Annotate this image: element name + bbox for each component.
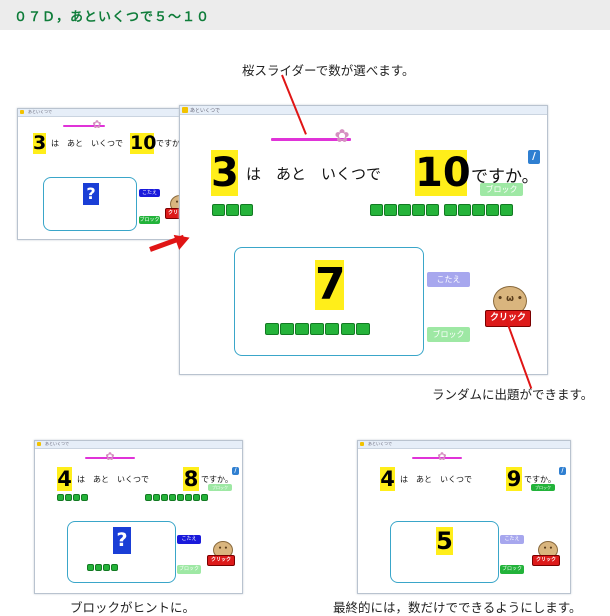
answer-button[interactable]: こたえ bbox=[500, 535, 524, 544]
block-row-answer bbox=[265, 323, 339, 335]
caption-hint-note: ブロックがヒントに。 bbox=[70, 600, 196, 615]
question-mark-card[interactable]: ? bbox=[113, 527, 131, 554]
app-window-bottom-right: あといくつで ✿ 4 は あと いくつで 9 ですか。 / ブロック 5 こたえ… bbox=[357, 440, 571, 594]
window-title: あといくつで bbox=[28, 109, 52, 114]
first-number: 3 bbox=[211, 150, 239, 196]
window-titlebar: あといくつで bbox=[358, 441, 570, 449]
answer-button[interactable]: こたえ bbox=[177, 535, 201, 544]
app-icon bbox=[20, 110, 24, 114]
question-suffix: ですか。 bbox=[201, 475, 233, 484]
window-titlebar: あといくつで bbox=[180, 106, 547, 115]
block-row-answer bbox=[87, 564, 118, 571]
first-number: 4 bbox=[57, 467, 72, 491]
cat-icon: • • bbox=[538, 541, 558, 559]
block-row-first bbox=[57, 494, 88, 501]
sakura-slider-track[interactable] bbox=[63, 125, 105, 127]
window-titlebar: あといくつで bbox=[18, 109, 201, 117]
app-icon bbox=[360, 442, 364, 446]
first-number: 3 bbox=[33, 132, 47, 154]
block-button[interactable]: ブロック bbox=[500, 565, 524, 574]
block-button[interactable]: ブロック bbox=[531, 484, 555, 491]
block-row-target-2 bbox=[444, 204, 513, 216]
question-text: は あと いくつで bbox=[400, 475, 472, 484]
answer-number: 7 bbox=[315, 259, 346, 310]
answer-number: 5 bbox=[436, 527, 453, 555]
target-number: 10 bbox=[415, 150, 471, 196]
app-icon bbox=[182, 107, 188, 113]
edit-icon[interactable]: / bbox=[528, 150, 540, 164]
block-row-first bbox=[212, 204, 253, 216]
question-suffix: ですか。 bbox=[524, 475, 556, 484]
caption-final-note: 最終的には，数だけでできるようにします。 bbox=[333, 600, 582, 615]
click-button[interactable]: クリック bbox=[207, 555, 235, 566]
window-title: あといくつで bbox=[368, 441, 392, 446]
block-row-target bbox=[370, 204, 439, 216]
block-button[interactable]: ブロック bbox=[139, 216, 160, 224]
answer-button[interactable]: こたえ bbox=[427, 272, 470, 287]
click-button[interactable]: クリック bbox=[532, 555, 560, 566]
block-row-target bbox=[145, 494, 208, 501]
block-button[interactable]: ブロック bbox=[208, 484, 232, 491]
answer-button[interactable]: こたえ bbox=[139, 189, 160, 197]
caption-slider-note: 桜スライダーで数が選べます。 bbox=[242, 63, 415, 78]
app-icon bbox=[37, 442, 41, 446]
page-title: ０７Ｄ，あといくつで５～１０ bbox=[14, 10, 211, 25]
question-text: は あと いくつで bbox=[246, 165, 382, 183]
sakura-slider-knob[interactable]: ✿ bbox=[437, 450, 447, 463]
caption-random-note: ランダムに出題ができます。 bbox=[432, 387, 594, 402]
sakura-slider-track[interactable] bbox=[271, 138, 351, 141]
question-text: は あと いくつで bbox=[51, 139, 123, 148]
sakura-slider-knob[interactable]: ✿ bbox=[92, 118, 102, 131]
page-header: ０７Ｄ，あといくつで５～１０ bbox=[0, 0, 610, 30]
edit-icon[interactable]: / bbox=[232, 467, 239, 475]
block-button[interactable]: ブロック bbox=[480, 183, 523, 196]
window-title: あといくつで bbox=[190, 108, 221, 114]
first-number: 4 bbox=[380, 467, 395, 491]
window-titlebar: あといくつで bbox=[35, 441, 242, 449]
question-mark-card[interactable]: ? bbox=[83, 183, 99, 205]
app-window-bottom-left: あといくつで ✿ 4 は あと いくつで 8 ですか。 / ブロック ? こたえ… bbox=[34, 440, 243, 594]
block-row-answer-2 bbox=[341, 323, 370, 335]
target-number: 10 bbox=[130, 132, 157, 154]
app-window-small-topleft: あといくつで ✿ 3 は あと いくつで 10 ですか。 ? こたえ ブロック … bbox=[17, 108, 202, 240]
sakura-slider-knob[interactable]: ✿ bbox=[334, 126, 350, 147]
window-title: あといくつで bbox=[45, 441, 69, 446]
sakura-slider-track[interactable] bbox=[85, 457, 135, 459]
target-number: 9 bbox=[506, 467, 522, 491]
block-button[interactable]: ブロック bbox=[177, 565, 201, 574]
sakura-slider-track[interactable] bbox=[412, 457, 462, 459]
question-text: は あと いくつで bbox=[77, 475, 149, 484]
sakura-slider-knob[interactable]: ✿ bbox=[105, 450, 115, 463]
target-number: 8 bbox=[183, 467, 199, 491]
question-suffix: ですか。 bbox=[156, 139, 188, 148]
question-suffix: ですか。 bbox=[471, 167, 539, 187]
block-button[interactable]: ブロック bbox=[427, 327, 470, 342]
edit-icon[interactable]: / bbox=[559, 467, 566, 475]
app-window-large: あといくつで ✿ 3 は あと いくつで 10 ですか。 / ブロック 7 こた… bbox=[179, 105, 548, 375]
